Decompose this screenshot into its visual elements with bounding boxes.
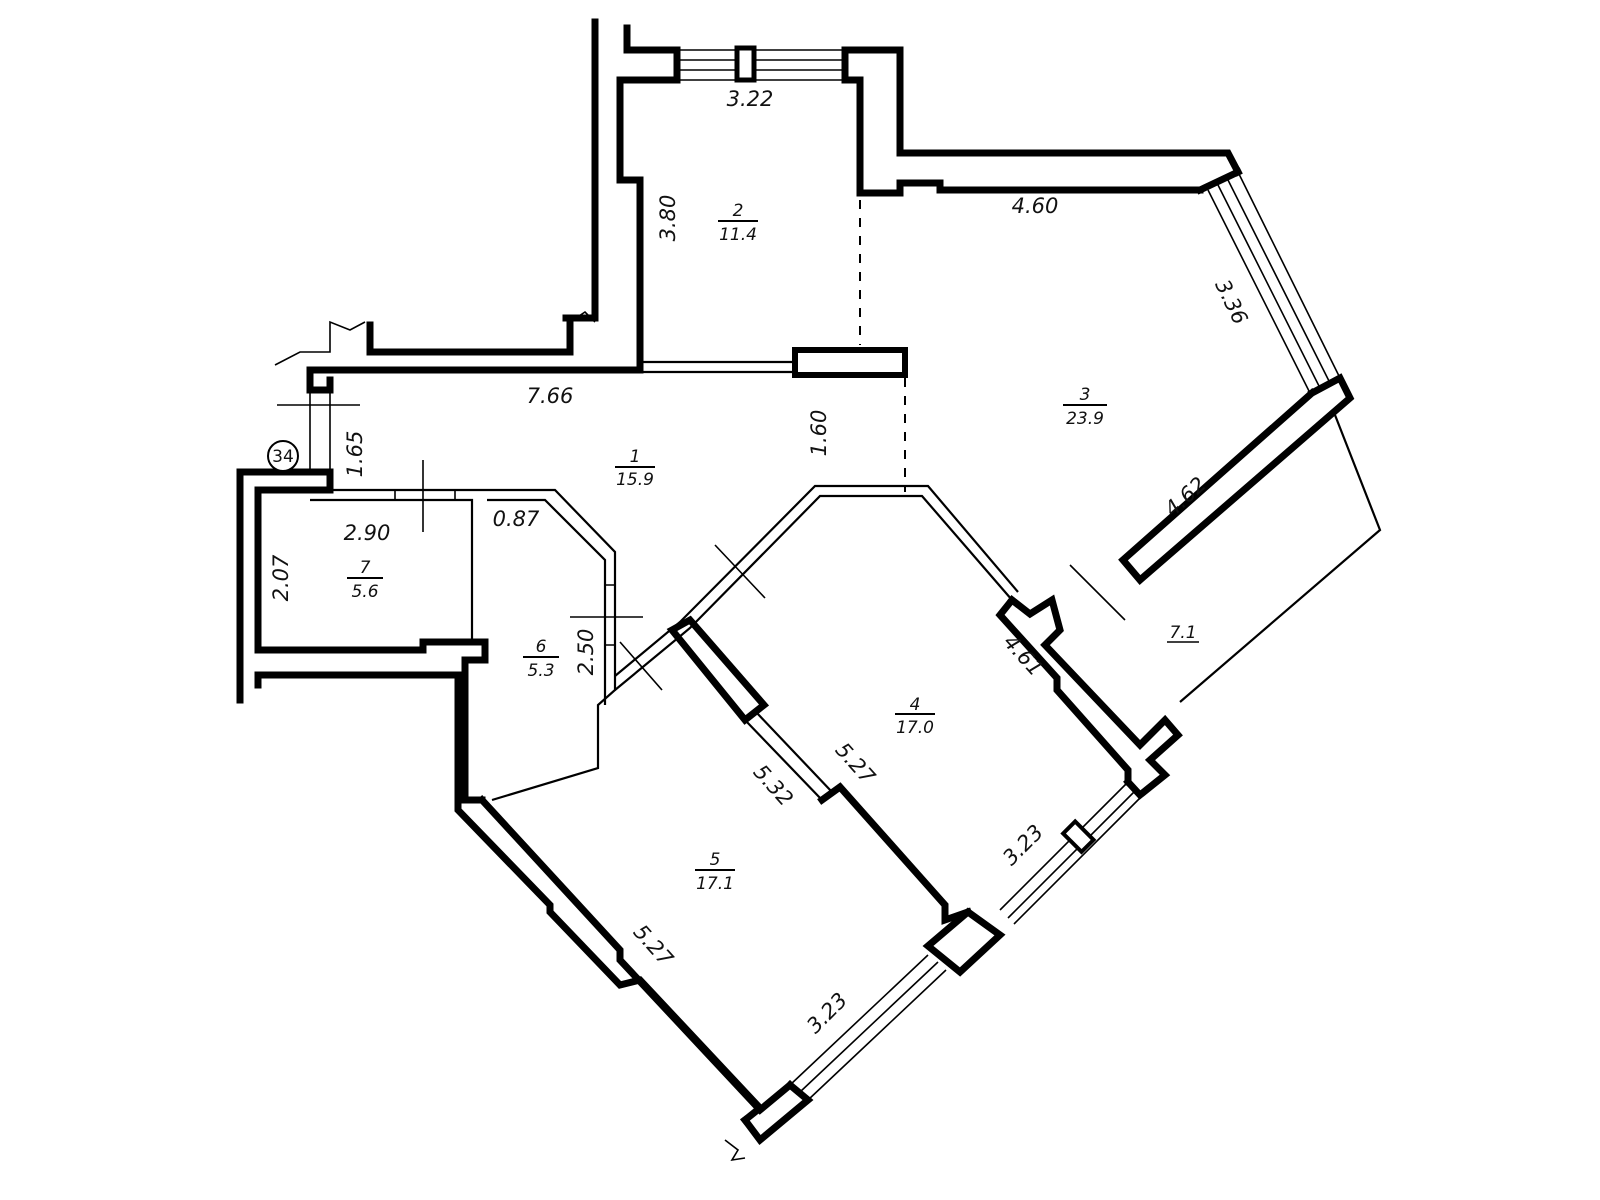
entry-walls	[236, 390, 643, 804]
room-label-7: 7 5.6	[347, 558, 383, 602]
svg-text:3: 3	[1080, 385, 1091, 405]
svg-text:2: 2	[733, 201, 744, 221]
room-3-walls	[1118, 167, 1382, 703]
svg-text:5.6: 5.6	[351, 582, 378, 602]
svg-text:5: 5	[710, 850, 721, 870]
dim-room2-side: 3.80	[656, 195, 680, 242]
svg-text:17.1: 17.1	[696, 874, 734, 894]
room-label-6: 6 5.3	[523, 637, 559, 681]
dim-room5-left: 5.27	[629, 920, 679, 971]
room-5-walls	[454, 786, 947, 1162]
svg-text:11.4: 11.4	[719, 225, 757, 245]
svg-text:23.9: 23.9	[1066, 409, 1104, 429]
dim-room4-right: 4.61	[999, 630, 1048, 681]
svg-text:1: 1	[630, 447, 641, 467]
dim-room4-left: 5.27	[831, 738, 881, 789]
room-label-1: 1 15.9	[615, 447, 655, 490]
axis-marker-label: 34	[272, 447, 294, 467]
dim-room6-top: 0.87	[493, 507, 540, 531]
dim-room5-window: 3.23	[802, 988, 852, 1038]
dim-room4-window: 3.23	[998, 820, 1048, 870]
balcony-label: 7.1	[1167, 623, 1199, 643]
svg-text:7.1: 7.1	[1169, 623, 1196, 643]
dim-room3-bottom: 4.62	[1160, 472, 1211, 521]
room-4-walls	[614, 484, 1183, 977]
svg-text:5.3: 5.3	[527, 661, 554, 681]
dim-room2-top: 3.22	[727, 87, 774, 111]
dim-room3-window: 3.36	[1210, 276, 1252, 329]
dim-room3-top: 4.60	[1012, 194, 1059, 218]
room-label-4: 4 17.0	[895, 695, 935, 738]
svg-text:7: 7	[360, 558, 371, 578]
svg-text:17.0: 17.0	[896, 718, 934, 738]
svg-text:15.9: 15.9	[616, 470, 654, 490]
dim-room6-side: 2.50	[574, 629, 598, 676]
room-label-2: 2 11.4	[718, 201, 758, 245]
svg-text:6: 6	[536, 637, 547, 657]
room-label-3: 3 23.9	[1063, 385, 1107, 429]
dim-room7-side: 2.07	[269, 554, 293, 601]
svg-text:4: 4	[910, 695, 921, 715]
room-label-5: 5 17.1	[695, 850, 735, 894]
dim-hall-right: 1.60	[807, 410, 831, 457]
axis-marker: 34	[267, 440, 299, 472]
dim-entry: 1.65	[343, 431, 367, 478]
dim-room7-top: 2.90	[344, 521, 391, 545]
dim-hall-top: 7.66	[527, 384, 574, 408]
